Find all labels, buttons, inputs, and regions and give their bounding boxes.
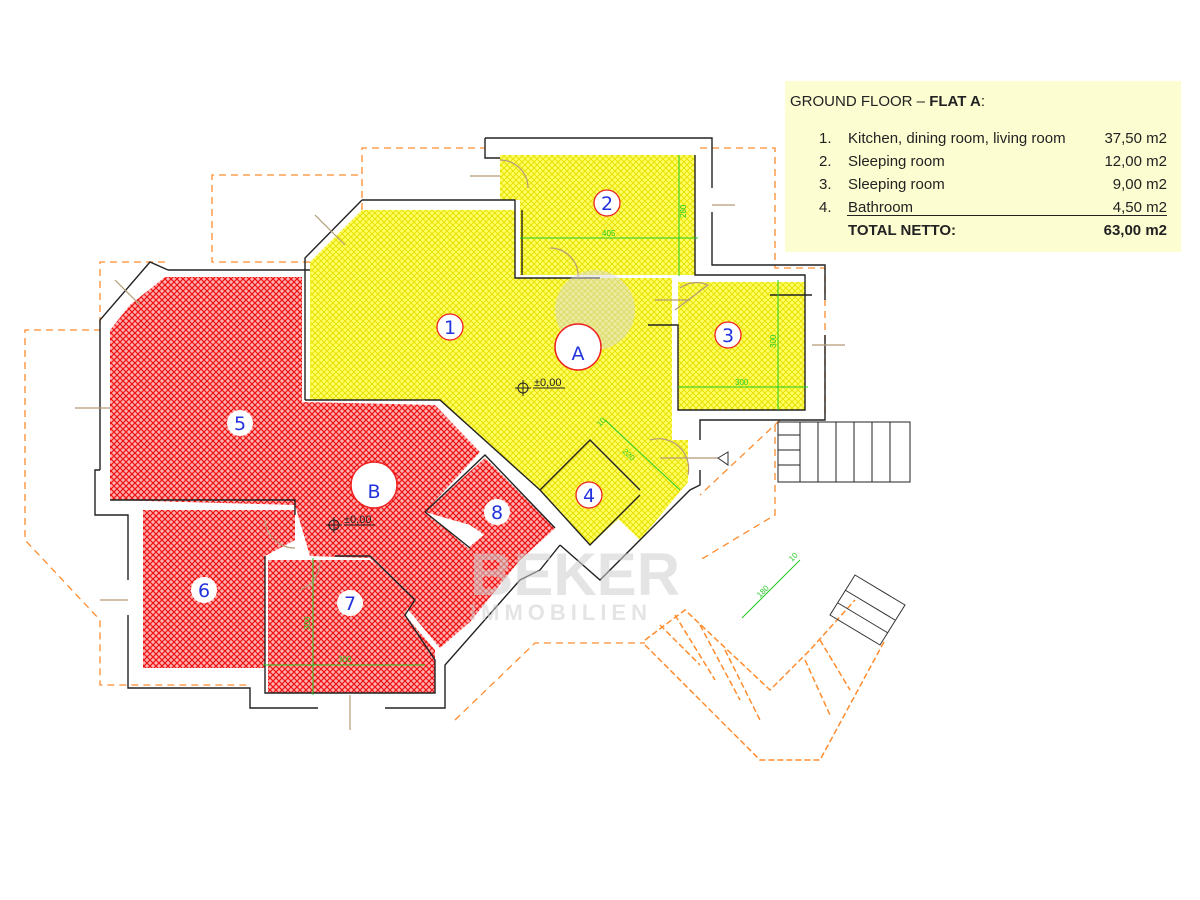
room-number-1: 1 [436,313,464,341]
svg-text:±0,00: ±0,00 [534,377,561,389]
svg-text:3: 3 [722,325,734,347]
entrance-arrow-icon [717,451,729,466]
room-number-2: 2 [593,189,621,217]
legend-title: GROUND FLOOR – FLAT A: [790,93,986,110]
area-legend: GROUND FLOOR – FLAT A: 1.Kitchen, dining… [785,81,1181,252]
room-number-8: 8 [484,499,510,525]
svg-text:6: 6 [198,580,210,602]
walls [94,137,826,709]
dim-room3-depth: 300 [769,334,778,348]
room-7 [268,560,435,693]
svg-text:1: 1 [444,317,456,339]
svg-text:5: 5 [234,413,246,435]
dimension-lines [263,155,808,695]
watermark-line1: BEKER [470,541,680,608]
svg-text:7: 7 [344,593,356,615]
room-number-6: 6 [191,577,217,603]
legend-divider [847,215,1167,216]
watermark-line2: IMMOBILIEN [470,600,652,625]
room-number-3: 3 [714,321,742,349]
upper-stairs [829,574,906,646]
dim-terrace: 180 [755,583,771,599]
legend-total: TOTAL NETTO:63,00 m2 [848,222,1167,239]
room-number-7: 7 [337,590,363,616]
svg-text:B: B [367,481,380,503]
doors [75,159,845,730]
entrance-stairs [777,421,911,483]
svg-text:2: 2 [601,193,613,215]
dim-room2-depth: 280 [679,204,688,218]
svg-text:8: 8 [491,502,503,524]
svg-text:4: 4 [583,485,595,507]
room-6 [143,510,295,668]
level-marker-a: ±0,00 [515,377,565,396]
terrace-outline [24,147,826,721]
flat-b-label: B [350,461,398,509]
flat-b [110,277,555,693]
flat-a-label: A [554,323,602,371]
room-number-5: 5 [227,410,253,436]
dim-room2-width: 405 [602,229,616,238]
room-2-sleeping [500,155,695,275]
room-5 [110,277,555,648]
svg-text:A: A [572,343,585,365]
level-marker-b: ±0,00 [326,514,375,533]
garden-stairs [644,599,886,761]
dim-room7-depth: 300 [303,616,312,630]
dim-room7-width: 300 [338,655,352,664]
room-number-4: 4 [575,481,603,509]
dim-room3-width: 300 [735,378,749,387]
room-3-sleeping [678,282,805,410]
svg-text:±0,00: ±0,00 [344,514,371,526]
